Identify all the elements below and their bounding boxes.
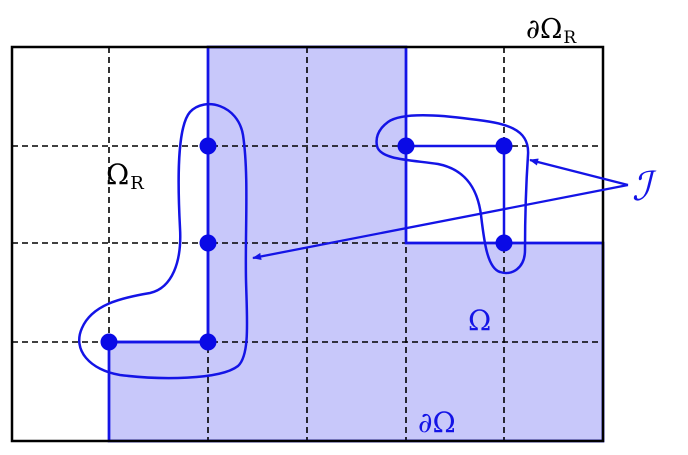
label-rect-boundary: ∂ΩR <box>526 14 577 48</box>
label-rect-domain: ΩR <box>106 158 144 194</box>
interface-point <box>199 333 217 351</box>
interface-arrows <box>252 158 629 260</box>
label-domain: Ω <box>468 304 491 337</box>
label-interface: ℐ <box>632 164 657 210</box>
interface-curve-left <box>77 102 249 380</box>
interface-curve-right <box>375 114 530 275</box>
label-domain-boundary: ∂Ω <box>418 406 456 439</box>
interface-points <box>100 137 513 351</box>
interface-arrow-lower <box>252 183 629 260</box>
interface-point <box>199 234 217 252</box>
interface-point <box>397 137 415 155</box>
interface-point <box>100 333 118 351</box>
interface-point <box>495 234 513 252</box>
interface-point <box>495 137 513 155</box>
rect-domain-boundary <box>10 45 605 443</box>
interface-arrow-upper <box>529 158 629 187</box>
interface-point <box>199 137 217 155</box>
